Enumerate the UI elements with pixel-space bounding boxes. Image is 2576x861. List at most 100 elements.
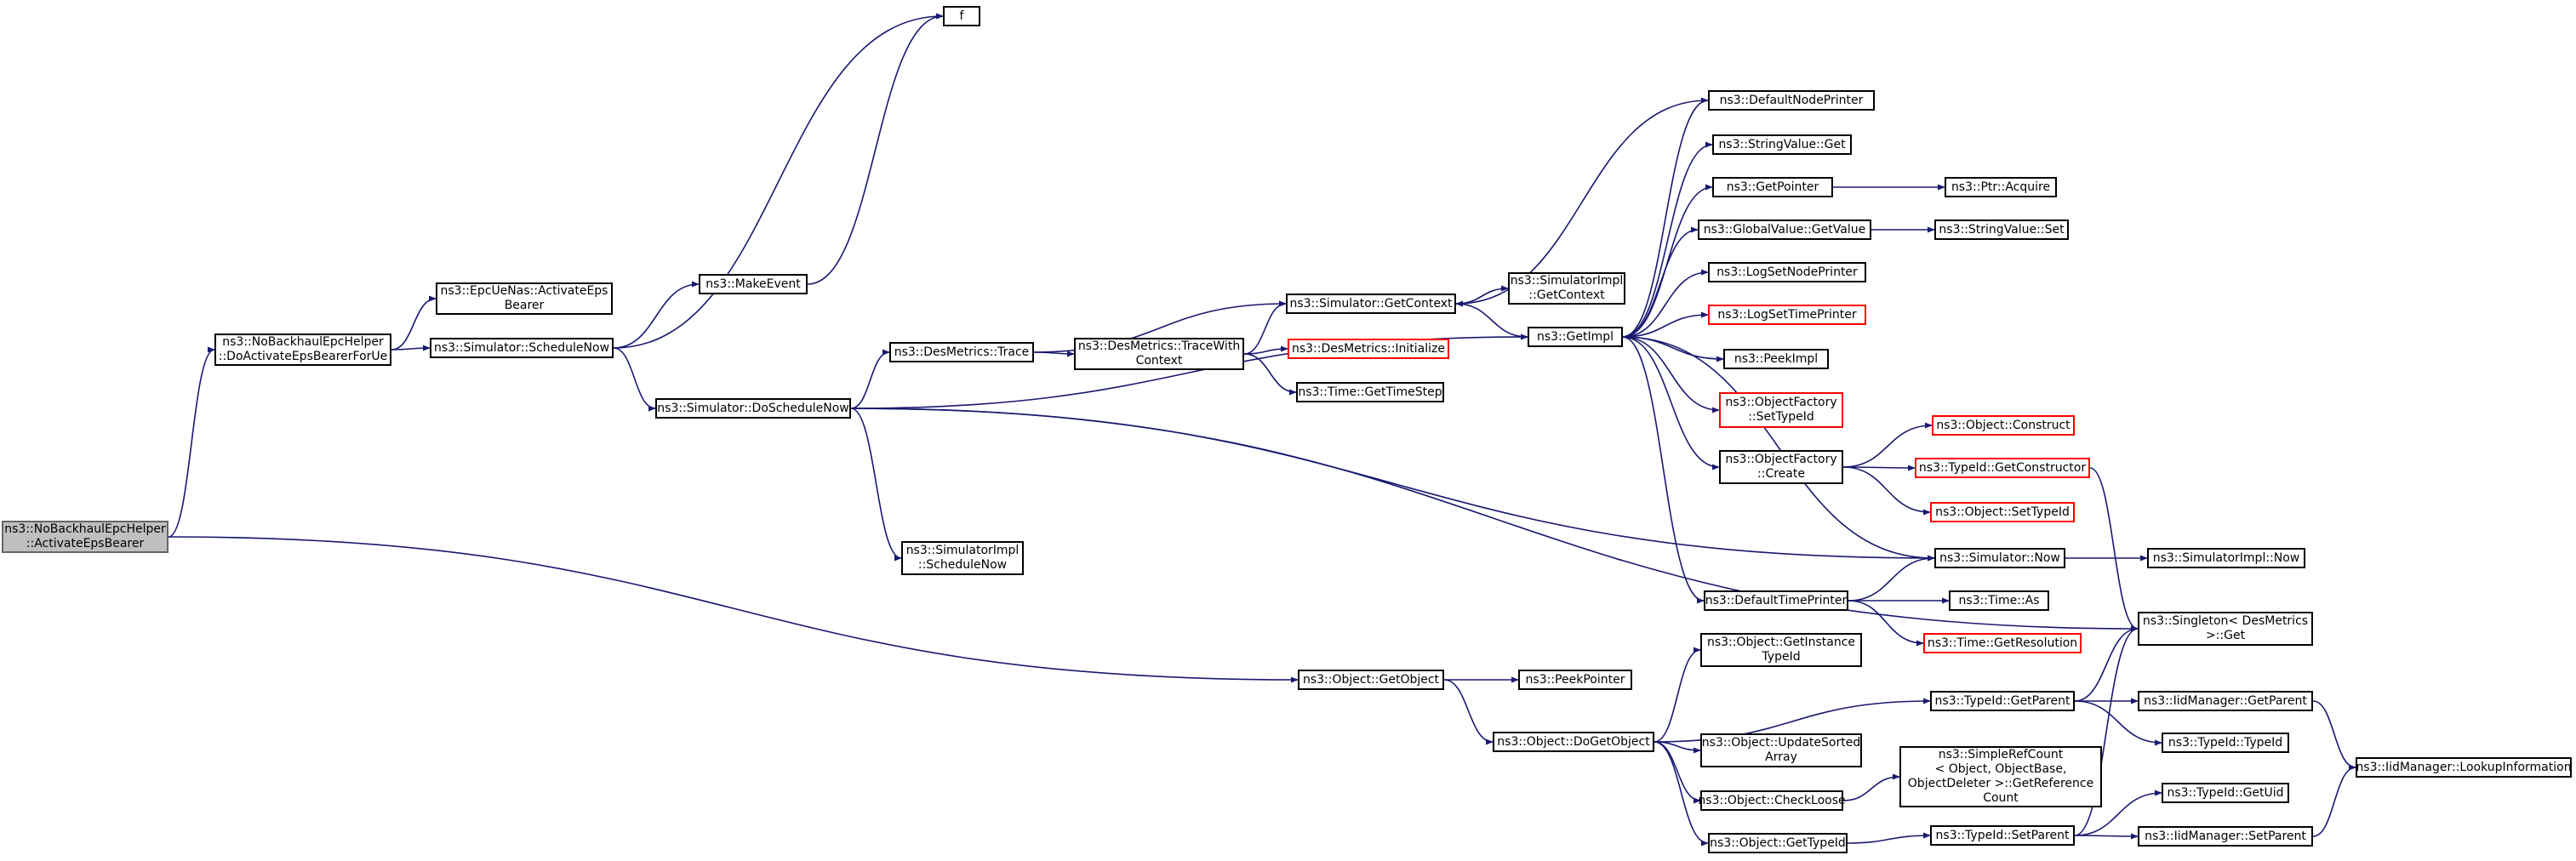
node-default-time-printer[interactable]: ns3::DefaultTimePrinter — [1704, 590, 1848, 611]
node-des-metrics-trace[interactable]: ns3::DesMetrics::Trace — [889, 342, 1034, 362]
node-do-activate-eps-bearer-for-ue[interactable]: ns3::NoBackhaulEpcHelper ::DoActivateEps… — [214, 334, 391, 366]
node-make-event[interactable]: ns3::MakeEvent — [699, 274, 808, 294]
node-simulator-get-context[interactable]: ns3::Simulator::GetContext — [1286, 294, 1456, 314]
call-edge-doScheduleNow-to-implScheduleNow — [850, 408, 902, 562]
node-simulator-impl-now[interactable]: ns3::SimulatorImpl::Now — [2147, 548, 2305, 568]
call-edge-scheduleNow-to-f — [613, 13, 944, 349]
call-edge-objDoGetObject-to-objGetInstanceTypeId — [1654, 647, 1701, 743]
node-log-set-time-printer[interactable]: ns3::LogSetTimePrinter — [1708, 305, 1866, 325]
call-edge-defaultNodePrinter-to-simGetContext — [1455, 100, 1709, 307]
node-string-value-set[interactable]: ns3::StringValue::Set — [1934, 220, 2069, 240]
node-iid-manager-get-parent[interactable]: ns3::IidManager::GetParent — [2138, 691, 2313, 711]
node-des-metrics-trace-with-context[interactable]: ns3::DesMetrics::TraceWith Context — [1074, 338, 1244, 370]
node-label-line: ns3::SimulatorImpl — [1510, 274, 1624, 288]
node-label-line: ns3::Simulator::GetContext — [1289, 296, 1453, 311]
node-object-factory-create[interactable]: ns3::ObjectFactory ::Create — [1719, 450, 1843, 484]
node-type-id-set-parent[interactable]: ns3::TypeId::SetParent — [1930, 825, 2075, 846]
node-peek-pointer[interactable]: ns3::PeekPointer — [1518, 670, 1632, 690]
node-global-value-get-value[interactable]: ns3::GlobalValue::GetValue — [1698, 220, 1871, 240]
node-label-line: ns3::StringValue::Get — [1718, 137, 1846, 151]
call-edge-doScheduleNow-to-singletonGet — [850, 408, 2139, 632]
node-object-update-sorted-array[interactable]: ns3::Object::UpdateSorted Array — [1700, 733, 1862, 767]
call-edge-objGetObject-to-objDoGetObject — [1443, 679, 1494, 745]
call-edge-getImpl-to-defaultTimePrinter — [1622, 336, 1705, 604]
node-label-line: ns3::IidManager::SetParent — [2145, 829, 2306, 843]
call-edge-ofCreate-to-objConstruct — [1842, 422, 1933, 468]
node-get-impl[interactable]: ns3::GetImpl — [1528, 327, 1623, 347]
node-iid-manager-lookup-information[interactable]: ns3::IidManager::LookupInformation — [2356, 757, 2572, 778]
node-label-line: ns3::SimulatorImpl::Now — [2152, 550, 2300, 565]
node-object-get-object[interactable]: ns3::Object::GetObject — [1298, 670, 1444, 690]
node-simulator-do-schedule-now[interactable]: ns3::Simulator::DoScheduleNow — [655, 398, 851, 419]
node-object-factory-set-type-id[interactable]: ns3::ObjectFactory ::SetTypeId — [1719, 392, 1843, 428]
call-edge-root-to-doActivate — [168, 346, 215, 538]
call-edge-root-to-objGetObject — [168, 536, 1299, 683]
node-simple-ref-count-get-reference-count[interactable]: ns3::SimpleRefCount < Object, ObjectBase… — [1899, 746, 2102, 807]
node-label-line: ns3::GetImpl — [1536, 329, 1614, 344]
node-label-line: ns3::Time::GetResolution — [1927, 636, 2078, 650]
call-edge-traceWithContext-to-getTimeStep — [1243, 353, 1297, 396]
node-log-set-node-printer[interactable]: ns3::LogSetNodePrinter — [1708, 262, 1866, 282]
node-time-get-resolution[interactable]: ns3::Time::GetResolution — [1923, 633, 2082, 653]
call-edge-ofCreate-to-typeIdGetConstructor — [1842, 465, 1916, 471]
node-iid-manager-set-parent[interactable]: ns3::IidManager::SetParent — [2138, 826, 2313, 847]
node-f[interactable]: f — [943, 6, 980, 26]
call-edge-typeIdGetParent-to-typeIdTypeId — [2074, 700, 2162, 746]
node-get-pointer[interactable]: ns3::GetPointer — [1712, 177, 1833, 197]
node-label-line: ns3::LogSetNodePrinter — [1716, 265, 1858, 279]
node-simulator-impl-get-context[interactable]: ns3::SimulatorImpl ::GetContext — [1508, 272, 1625, 305]
node-epc-ue-nas-activate-eps-bearer[interactable]: ns3::EpcUeNas::ActivateEps Bearer — [436, 282, 613, 315]
node-root-activate-eps-bearer: ns3::NoBackhaulEpcHelper ::ActivateEpsBe… — [2, 521, 168, 553]
node-object-check-loose[interactable]: ns3::Object::CheckLoose — [1698, 790, 1846, 811]
node-type-id-get-uid[interactable]: ns3::TypeId::GetUid — [2162, 783, 2289, 803]
node-label-line: ns3::GetPointer — [1726, 180, 1819, 194]
node-object-get-type-id[interactable]: ns3::Object::GetTypeId — [1708, 833, 1848, 853]
call-edge-doScheduleNow-to-desTrace — [850, 349, 890, 409]
node-label-line: ns3::EpcUeNas::ActivateEps — [440, 284, 608, 298]
node-des-metrics-initialize[interactable]: ns3::DesMetrics::Initialize — [1288, 339, 1449, 359]
node-label-line: ns3::Time::As — [1958, 593, 2040, 607]
node-object-do-get-object[interactable]: ns3::Object::DoGetObject — [1493, 732, 1654, 752]
node-type-id-type-id[interactable]: ns3::TypeId::TypeId — [2162, 733, 2289, 753]
node-label-line: ns3::TypeId::GetParent — [1934, 693, 2071, 708]
call-edge-getImpl-to-defaultNodePrinter — [1622, 97, 1709, 338]
call-edge-iidSetParent-to-iidLookup — [2312, 764, 2356, 837]
node-peek-impl[interactable]: ns3::PeekImpl — [1723, 349, 1829, 369]
node-string-value-get[interactable]: ns3::StringValue::Get — [1712, 134, 1852, 155]
node-label-line: ns3::Simulator::Now — [1939, 550, 2060, 565]
call-edge-getImpl-to-ofSetTypeId — [1622, 336, 1720, 413]
call-edge-typeIdSetParent-to-singletonGet — [2074, 625, 2139, 836]
node-label-line: ::ActivateEpsBearer — [26, 537, 145, 550]
node-simulator-schedule-now[interactable]: ns3::Simulator::ScheduleNow — [430, 338, 614, 358]
node-object-construct[interactable]: ns3::Object::Construct — [1932, 415, 2075, 436]
node-label-line: Count — [1983, 791, 2019, 805]
node-simulator-impl-schedule-now[interactable]: ns3::SimulatorImpl ::ScheduleNow — [901, 541, 1024, 575]
node-label-line: Context — [1135, 354, 1183, 368]
call-edge-makeEvent-to-f — [807, 13, 944, 285]
node-label-line: ns3::Object::GetObject — [1302, 672, 1440, 687]
call-edge-getImpl-to-stringValueGet — [1622, 141, 1713, 338]
call-edge-typeIdSetParent-to-typeIdGetUid — [2074, 790, 2162, 836]
node-simulator-now[interactable]: ns3::Simulator::Now — [1934, 548, 2065, 568]
node-label-line: ns3::ObjectFactory — [1725, 396, 1837, 409]
call-edge-objDoGetObject-to-objUpdateSorted — [1654, 741, 1701, 754]
node-object-get-instance-type-id[interactable]: ns3::Object::GetInstance TypeId — [1700, 633, 1862, 667]
node-label-line: ns3::ObjectFactory — [1725, 453, 1837, 466]
node-type-id-get-constructor[interactable]: ns3::TypeId::GetConstructor — [1915, 458, 2090, 478]
node-label-line: ns3::Ptr::Acquire — [1951, 180, 2051, 194]
node-ptr-acquire[interactable]: ns3::Ptr::Acquire — [1945, 177, 2057, 197]
call-edge-simNow-to-getImpl — [1622, 334, 1935, 559]
node-label-line: ns3::IidManager::LookupInformation — [2356, 760, 2572, 774]
node-label-line: TypeId — [1762, 650, 1801, 664]
node-type-id-get-parent[interactable]: ns3::TypeId::GetParent — [1930, 691, 2075, 711]
node-time-get-time-step[interactable]: ns3::Time::GetTimeStep — [1296, 382, 1444, 402]
call-edge-simGetContext-to-getImpl — [1455, 303, 1528, 340]
node-default-node-printer[interactable]: ns3::DefaultNodePrinter — [1708, 90, 1875, 111]
call-edge-doActivate-to-scheduleNow — [391, 345, 431, 351]
node-object-set-type-id[interactable]: ns3::Object::SetTypeId — [1930, 502, 2075, 522]
node-label-line: ns3::TypeId::GetConstructor — [1918, 460, 2087, 475]
node-label-line: ObjectDeleter >::GetReference — [1907, 777, 2094, 790]
node-time-as[interactable]: ns3::Time::As — [1949, 590, 2049, 611]
node-label-line: ns3::DesMetrics::TraceWith — [1077, 339, 1241, 353]
node-singleton-des-metrics-get[interactable]: ns3::Singleton< DesMetrics >::Get — [2138, 612, 2313, 646]
